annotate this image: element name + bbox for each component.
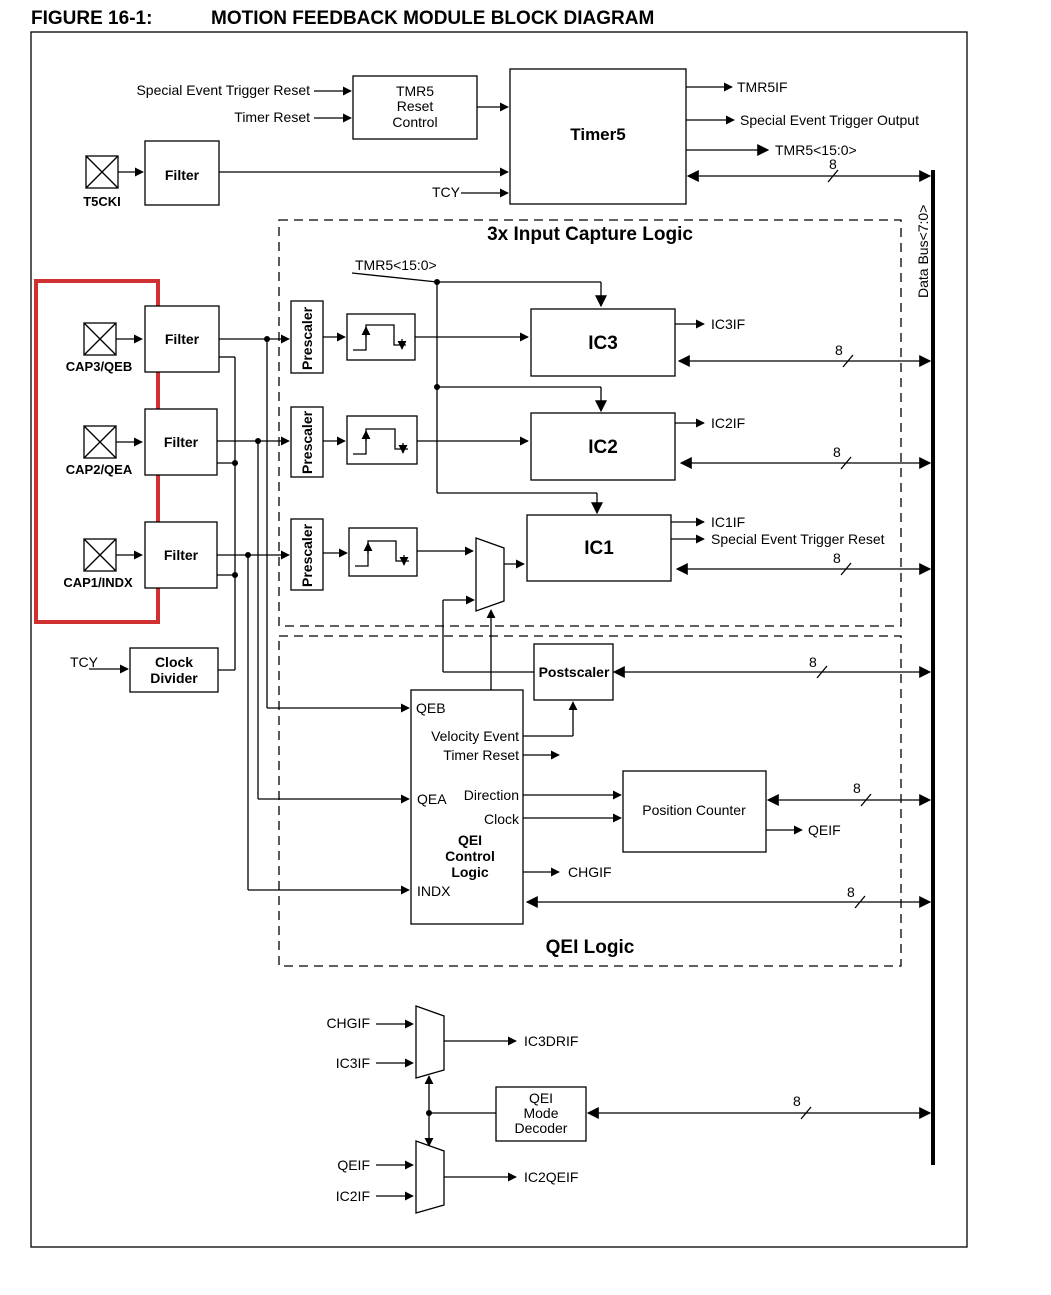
special-event-trigger-output: Special Event Trigger Output: [740, 112, 919, 128]
qei-section-title: QEI Logic: [546, 937, 635, 958]
chgif-input: CHGIF: [326, 1015, 370, 1031]
cap2-filter: [144, 408, 218, 476]
input-capture-section: [278, 219, 902, 627]
svg-text:8: 8: [829, 156, 837, 172]
data-bus-label: Data Bus<7:0>: [915, 205, 931, 298]
figure-frame: [30, 31, 968, 1248]
t5cki-filter: [144, 140, 220, 206]
tmr5-bus-output: TMR5<15:0>: [775, 142, 857, 158]
svg-text:Divider: Divider: [150, 670, 198, 686]
ic1-edge-detect: [348, 527, 418, 577]
svg-text:Velocity Event: Velocity Event: [431, 728, 519, 744]
ic3if-input: IC3IF: [336, 1055, 370, 1071]
svg-text:Timer Reset: Timer Reset: [443, 747, 519, 763]
ic2if-output: IC2IF: [711, 415, 745, 431]
svg-text:QEB: QEB: [416, 700, 446, 716]
tcy-clock-input: TCY: [70, 654, 99, 670]
chgif-output: CHGIF: [568, 864, 612, 880]
figure-number: FIGURE 16-1:: [31, 8, 152, 29]
ic2qeif-output: IC2QEIF: [524, 1169, 578, 1185]
ic2-edge-detect: [346, 415, 418, 465]
cap3-filter: [144, 305, 220, 373]
tmr5-reset-control-block: [352, 75, 478, 140]
tmr5if-output: TMR5IF: [737, 79, 788, 95]
svg-text:Clock: Clock: [484, 811, 520, 827]
ic1-prescaler: [290, 518, 324, 591]
svg-text:Prescaler: Prescaler: [299, 410, 315, 474]
svg-text:8: 8: [835, 342, 843, 358]
timer5-block: [509, 68, 687, 205]
svg-text:IC2: IC2: [588, 437, 618, 458]
ic3-prescaler: [290, 300, 324, 374]
cap1-filter: [144, 521, 218, 589]
ic3if-output: IC3IF: [711, 316, 745, 332]
svg-text:IC1: IC1: [584, 538, 614, 559]
ic3-block: [530, 308, 676, 377]
svg-text:Filter: Filter: [165, 167, 200, 183]
svg-text:8: 8: [853, 780, 861, 796]
figure-title: MOTION FEEDBACK MODULE BLOCK DIAGRAM: [211, 8, 654, 29]
qei-mode-decoder-block: [495, 1086, 587, 1142]
svg-text:Mode: Mode: [523, 1105, 558, 1121]
svg-text:Reset: Reset: [397, 98, 434, 114]
special-event-trigger-reset-input: Special Event Trigger Reset: [136, 82, 310, 98]
ic2-block: [530, 412, 676, 481]
svg-text:Prescaler: Prescaler: [299, 523, 315, 587]
svg-text:Filter: Filter: [164, 547, 199, 563]
svg-text:8: 8: [847, 884, 855, 900]
svg-text:Control: Control: [392, 114, 437, 130]
ic3drif-output: IC3DRIF: [524, 1033, 578, 1049]
svg-text:TMR5: TMR5: [396, 83, 434, 99]
ic1-special-event-trigger-reset: Special Event Trigger Reset: [711, 531, 885, 547]
ic1-block: [526, 514, 672, 582]
cap1-label: CAP1/INDX: [63, 575, 133, 590]
cap3-label: CAP3/QEB: [66, 359, 132, 374]
tmr5-bus-input: TMR5<15:0>: [355, 257, 437, 273]
timer-reset-input: Timer Reset: [234, 109, 310, 125]
qeif-output: QEIF: [808, 822, 841, 838]
svg-text:QEA: QEA: [417, 791, 447, 807]
cap2-label: CAP2/QEA: [66, 462, 133, 477]
svg-text:INDX: INDX: [417, 883, 451, 899]
svg-text:Filter: Filter: [164, 434, 199, 450]
qei-control-logic-block: [410, 689, 524, 925]
svg-text:Control: Control: [445, 848, 495, 864]
svg-text:Postscaler: Postscaler: [539, 664, 610, 680]
svg-text:QEI: QEI: [458, 832, 482, 848]
ic3drif-mux: [415, 1005, 445, 1079]
input-capture-title: 3x Input Capture Logic: [487, 224, 693, 245]
qeif-input: QEIF: [337, 1157, 370, 1173]
svg-text:QEI: QEI: [529, 1090, 553, 1106]
svg-text:Clock: Clock: [155, 654, 193, 670]
svg-text:Filter: Filter: [165, 331, 200, 347]
ic1-input-mux: [475, 537, 505, 612]
svg-text:Position Counter: Position Counter: [642, 802, 746, 818]
ic3-edge-detect: [346, 313, 416, 361]
svg-text:8: 8: [833, 444, 841, 460]
tcy-input: TCY: [432, 184, 461, 200]
svg-text:Timer5: Timer5: [570, 125, 625, 144]
svg-text:T5CKI: T5CKI: [83, 194, 121, 209]
svg-text:Direction: Direction: [464, 787, 519, 803]
svg-text:Prescaler: Prescaler: [299, 306, 315, 370]
svg-text:8: 8: [793, 1093, 801, 1109]
ic2qeif-mux: [415, 1140, 445, 1214]
ic2-prescaler: [290, 406, 324, 478]
svg-text:8: 8: [833, 550, 841, 566]
ic1if-output: IC1IF: [711, 514, 745, 530]
clock-divider-block: [129, 647, 219, 693]
position-counter-block: [622, 770, 767, 853]
svg-text:Logic: Logic: [451, 864, 489, 880]
svg-text:8: 8: [809, 654, 817, 670]
svg-text:Decoder: Decoder: [515, 1120, 568, 1136]
svg-text:IC3: IC3: [588, 333, 618, 354]
ic2if-input: IC2IF: [336, 1188, 370, 1204]
